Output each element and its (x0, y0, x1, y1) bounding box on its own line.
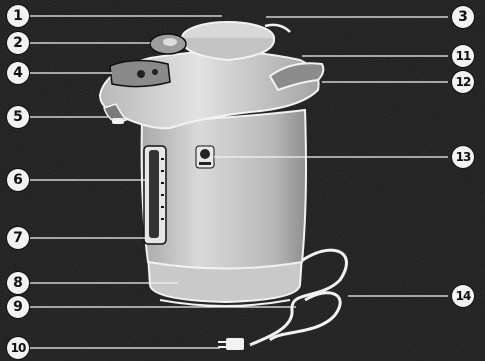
callout-1: 1 (7, 5, 29, 27)
lid-release-button-top (163, 38, 177, 46)
body-button-label (199, 162, 211, 165)
spout-tip (112, 118, 124, 124)
callout-6: 6 (7, 169, 29, 191)
callout-9: 9 (7, 296, 29, 318)
callout-12: 12 (452, 71, 474, 93)
dispense-button (137, 70, 145, 78)
callout-7: 7 (7, 227, 29, 249)
callout-4: 4 (7, 62, 29, 84)
water-gauge-window (149, 150, 159, 238)
callout-13: 13 (452, 146, 474, 168)
callout-3: 3 (452, 6, 474, 28)
callout-5: 5 (7, 106, 29, 128)
unlock-button (152, 69, 158, 75)
callout-14: 14 (452, 285, 474, 307)
callout-10: 10 (7, 337, 29, 359)
callout-2: 2 (7, 32, 29, 54)
callout-8: 8 (7, 272, 29, 294)
power-plug (226, 338, 244, 350)
callout-11: 11 (452, 45, 474, 67)
body-button (200, 149, 210, 159)
plug-prong-top (218, 341, 227, 343)
